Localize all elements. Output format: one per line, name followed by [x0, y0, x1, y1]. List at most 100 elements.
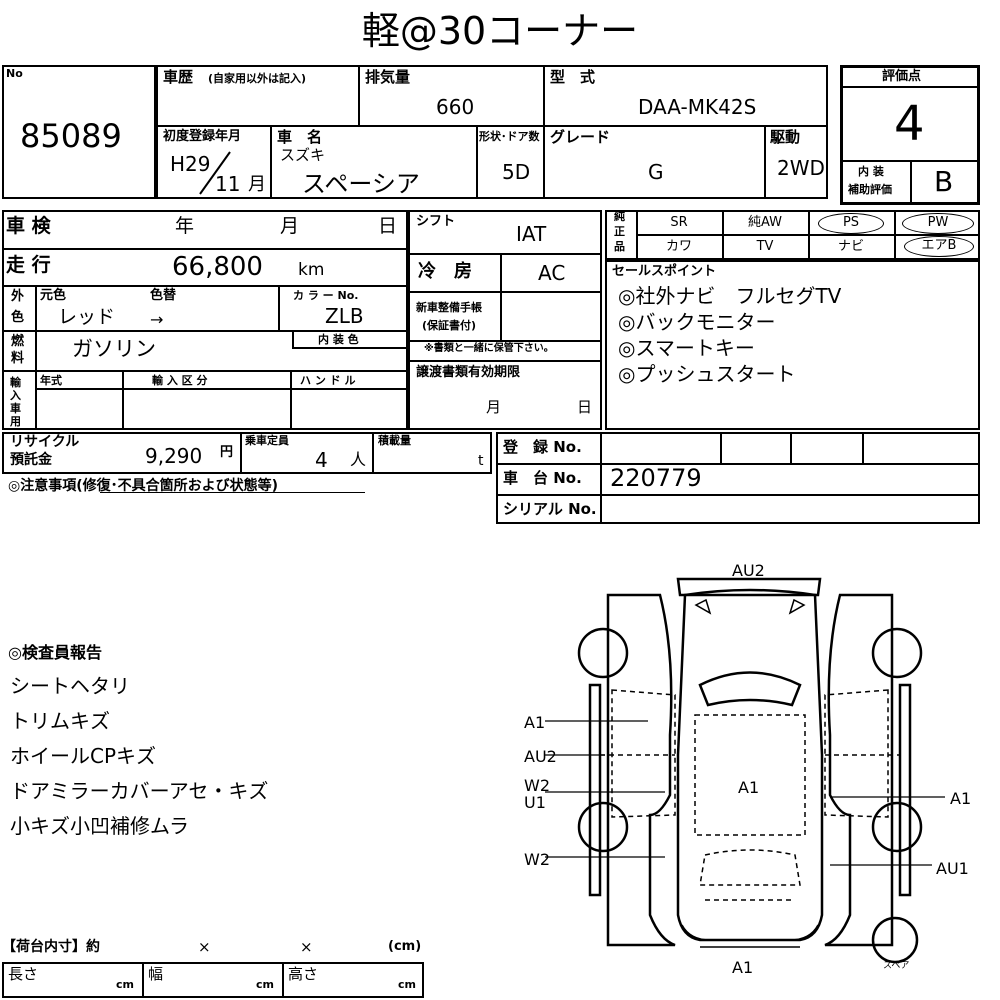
- wheel-front-right: [871, 801, 923, 853]
- sales-box: [605, 260, 980, 430]
- first-reg-month: 11: [215, 172, 241, 196]
- lot-label: No: [6, 67, 23, 80]
- inspector-item: シートヘタリ: [10, 674, 130, 698]
- inspector-item: 小キズ小凹補修ムラ: [10, 814, 189, 838]
- spec-left-box: [2, 210, 408, 430]
- equip-navi: ナビ: [837, 239, 864, 254]
- equip-side-1: 純: [614, 210, 625, 223]
- wheel-rear-right: [871, 627, 923, 679]
- equip-ps: PS: [818, 213, 884, 234]
- inspection-label: 車 検: [6, 215, 51, 237]
- import-class-label: 輸 入 区 分: [152, 374, 208, 387]
- fuel-side-label-2: 料: [11, 351, 25, 366]
- sales-item: ◎プッシュスタート: [618, 362, 796, 386]
- aircon-value: AC: [538, 261, 566, 285]
- orig-color-label: 元色: [40, 288, 67, 303]
- capacity-unit: 人: [350, 450, 367, 469]
- change-color-label: 色替: [150, 288, 177, 303]
- registration-label: 登 録 No.: [503, 438, 582, 456]
- cargo-height-label: 高さ: [288, 965, 319, 983]
- history-note: (自家用以外は記入): [208, 72, 307, 85]
- cargo-x2: ×: [300, 938, 313, 956]
- car-damage-diagram: [545, 577, 945, 964]
- spare-label: スペア: [883, 961, 910, 971]
- inspector-item: ホイールCPキズ: [10, 744, 157, 768]
- maint-line2: (保証書付): [422, 319, 477, 332]
- interior-color-label: 内 装 色: [318, 333, 359, 346]
- vehicle-info-box: [156, 65, 828, 199]
- diag-label-right-1: A1: [950, 789, 972, 808]
- equip-aw: 純AW: [747, 215, 783, 230]
- wheel-rear-left: [577, 627, 629, 679]
- inspector-item: ドアミラーカバーアセ・キズ: [10, 779, 269, 803]
- orig-color-value: レッド: [58, 306, 116, 328]
- model-label: 型 式: [550, 68, 596, 86]
- equip-pw: PW: [902, 213, 974, 234]
- diag-label-left-4: W2: [524, 850, 550, 869]
- diag-label-left-1: A1: [524, 713, 546, 732]
- color-arrow: →: [150, 310, 164, 329]
- diag-label-left-3a: W2: [524, 776, 550, 795]
- engine-value: 660: [436, 95, 475, 119]
- equip-tv: TV: [756, 239, 774, 254]
- roof-outline: [694, 714, 806, 836]
- import-handle-label: ハ ン ド ル: [300, 374, 356, 387]
- aircon-label: 冷 房: [418, 261, 472, 282]
- left-sill: [588, 683, 602, 897]
- cargo-width-unit: cm: [256, 978, 274, 991]
- wheel-front-left: [577, 801, 629, 853]
- diag-label-center: A1: [738, 778, 760, 797]
- color-code-label: カ ラ ー No.: [293, 289, 359, 302]
- diag-label-left-2: AU2: [524, 747, 557, 766]
- recycle-unit: 円: [220, 445, 234, 460]
- doors-value: 5D: [502, 160, 531, 184]
- cargo-length-label: 長さ: [8, 965, 39, 983]
- grade-value: G: [648, 160, 664, 184]
- equip-airbag: エアB: [904, 236, 974, 257]
- mileage-value: 66,800: [172, 252, 263, 282]
- right-side-panel: [824, 593, 894, 947]
- cargo-width-label: 幅: [148, 965, 164, 983]
- recycle-value: 9,290: [145, 444, 203, 468]
- first-reg-month-unit: 月: [248, 174, 266, 195]
- interior-value: B: [934, 165, 954, 198]
- interior-label-2: 補助評価: [848, 183, 892, 196]
- mileage-unit: km: [298, 260, 325, 280]
- car-name-label: 車 名: [277, 128, 323, 146]
- diag-label-bottom: A1: [732, 958, 754, 977]
- recycle-label-2: 預託金: [10, 452, 52, 468]
- inspector-label: ◎検査員報告: [8, 643, 102, 662]
- cargo-height-unit: cm: [398, 978, 416, 991]
- left-side-panel: [606, 593, 676, 947]
- engine-label: 排気量: [365, 68, 411, 86]
- recycle-label-1: リサイクル: [10, 434, 80, 450]
- lot-number: 85089: [20, 117, 122, 155]
- transfer-label: 譲渡書類有効期限: [416, 365, 521, 380]
- capacity-label: 乗車定員: [245, 434, 289, 447]
- spec-center-box: [408, 210, 602, 430]
- spare-tire: [871, 916, 919, 964]
- drive-label: 駆動: [770, 128, 801, 146]
- capacity-value: 4: [315, 448, 328, 472]
- shift-label: シフト: [416, 214, 456, 229]
- color-code-value: ZLB: [325, 304, 364, 328]
- slash-divider: [199, 151, 231, 195]
- inspection-year: 年: [175, 215, 195, 237]
- car-maker: スズキ: [280, 146, 326, 164]
- drive-value: 2WD: [777, 156, 825, 180]
- score-value: 4: [894, 96, 925, 152]
- windshield-outline: [699, 849, 801, 886]
- grade-label: グレード: [550, 128, 611, 146]
- inspection-month: 月: [280, 215, 300, 237]
- sales-label: セールスポイント: [612, 264, 717, 279]
- car-name-value: スペーシア: [302, 170, 420, 198]
- model-value: DAA-MK42S: [638, 95, 757, 119]
- sales-item: ◎バックモニター: [618, 310, 776, 334]
- sales-item: ◎社外ナビ フルセグTV: [618, 284, 842, 308]
- cargo-x1: ×: [198, 938, 211, 956]
- shift-value: IAT: [516, 222, 547, 246]
- diag-label-top: AU2: [732, 561, 765, 580]
- car-body: [676, 588, 824, 942]
- fuel-side-label-1: 燃: [11, 334, 25, 349]
- mileage-label: 走 行: [6, 254, 51, 276]
